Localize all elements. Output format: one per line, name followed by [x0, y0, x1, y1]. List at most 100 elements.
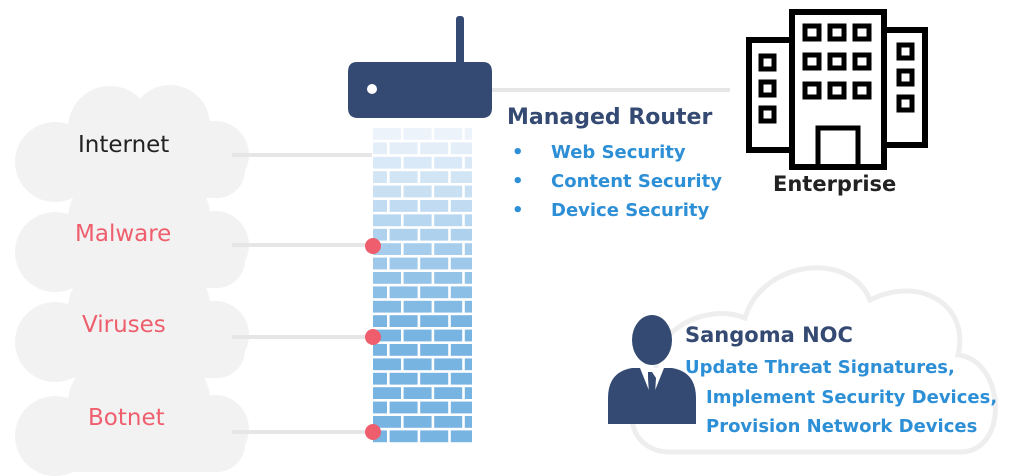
firewall-wall [373, 128, 472, 443]
wall-brick [464, 387, 472, 399]
wall-brick [450, 344, 472, 356]
wall-brick [450, 401, 472, 414]
noc-task-provision: Provision Network Devices [706, 416, 978, 437]
wall-brick [373, 200, 387, 212]
threat-clouds [15, 85, 249, 476]
wall-brick [403, 329, 432, 342]
connector-lines [232, 88, 730, 434]
router-icon [348, 16, 492, 118]
wall-brick [420, 372, 449, 385]
wall-brick [403, 185, 432, 198]
wall-brick [464, 214, 472, 227]
wall-brick [403, 387, 432, 399]
wall-brick [389, 430, 418, 443]
wall-brick [373, 372, 387, 385]
viruses-label: Viruses [82, 312, 166, 338]
wall-brick [403, 156, 432, 169]
noc-title: Sangoma NOC [685, 323, 853, 347]
enterprise-building-icon [746, 9, 928, 170]
botnet-cloud [15, 359, 249, 476]
wall-brick [389, 142, 418, 155]
router-feature-web: Web Security [551, 142, 686, 163]
wall-brick [434, 243, 463, 255]
wall-brick [434, 156, 463, 169]
router-feature-device: Device Security [551, 200, 710, 221]
wall-brick [389, 228, 418, 241]
malware-block-dot [365, 238, 381, 254]
wall-brick [373, 156, 401, 169]
wall-brick [420, 286, 449, 299]
wall-brick [403, 243, 432, 255]
wall-brick [420, 344, 449, 356]
wall-brick [420, 171, 449, 183]
wall-brick [403, 214, 432, 227]
wall-brick [373, 272, 401, 284]
botnet-block-dot [365, 424, 381, 440]
wall-brick [373, 300, 401, 313]
noc-person-icon [608, 315, 696, 424]
wall-brick [420, 430, 449, 443]
wall-brick [434, 128, 463, 140]
wall-brick [464, 358, 472, 371]
wall-brick [373, 228, 387, 241]
wall-brick [450, 372, 472, 385]
wall-brick [434, 387, 463, 399]
wall-brick [389, 171, 418, 183]
wall-brick [420, 257, 449, 270]
wall-brick [434, 185, 463, 198]
wall-brick [434, 358, 463, 371]
wall-brick [373, 286, 387, 299]
wall-brick [389, 257, 418, 270]
wall-brick [434, 329, 463, 342]
wall-brick [373, 243, 401, 255]
malware-label: Malware [75, 221, 172, 247]
wall-brick [420, 200, 449, 212]
managed-router-title: Managed Router [507, 105, 713, 130]
wall-brick [389, 372, 418, 385]
wall-brick [464, 416, 472, 428]
wall-brick [464, 243, 472, 255]
wall-brick [373, 128, 401, 140]
wall-brick [403, 128, 432, 140]
wall-brick [373, 185, 401, 198]
wall-brick [373, 416, 401, 428]
wall-brick [434, 272, 463, 284]
wall-brick [373, 344, 387, 356]
bullet-icon: • [512, 171, 524, 192]
wall-brick [434, 416, 463, 428]
wall-brick [373, 257, 387, 270]
wall-brick [403, 300, 432, 313]
wall-brick [464, 272, 472, 284]
wall-brick [420, 142, 449, 155]
wall-brick [373, 315, 387, 327]
bullet-icon: • [512, 142, 524, 163]
wall-brick [464, 156, 472, 169]
botnet-label: Botnet [88, 405, 165, 431]
wall-brick [373, 214, 401, 227]
blocked-threat-dots [365, 238, 381, 440]
wall-brick [373, 387, 401, 399]
wall-brick [420, 401, 449, 414]
wall-brick [450, 142, 472, 155]
wall-brick [389, 315, 418, 327]
wall-brick [389, 286, 418, 299]
wall-brick [450, 228, 472, 241]
wall-brick [450, 315, 472, 327]
wall-brick [389, 344, 418, 356]
wall-brick [450, 430, 472, 443]
wall-brick [373, 430, 387, 443]
wall-brick [389, 200, 418, 212]
wall-brick [389, 401, 418, 414]
enterprise-label: Enterprise [773, 172, 897, 196]
wall-brick [403, 272, 432, 284]
wall-brick [464, 300, 472, 313]
wall-brick [450, 286, 472, 299]
wall-brick [420, 228, 449, 241]
wall-brick [450, 257, 472, 270]
noc-task-implement: Implement Security Devices, [706, 387, 998, 408]
wall-brick [434, 300, 463, 313]
wall-brick [403, 416, 432, 428]
wall-brick [464, 128, 472, 140]
wall-brick [373, 401, 387, 414]
